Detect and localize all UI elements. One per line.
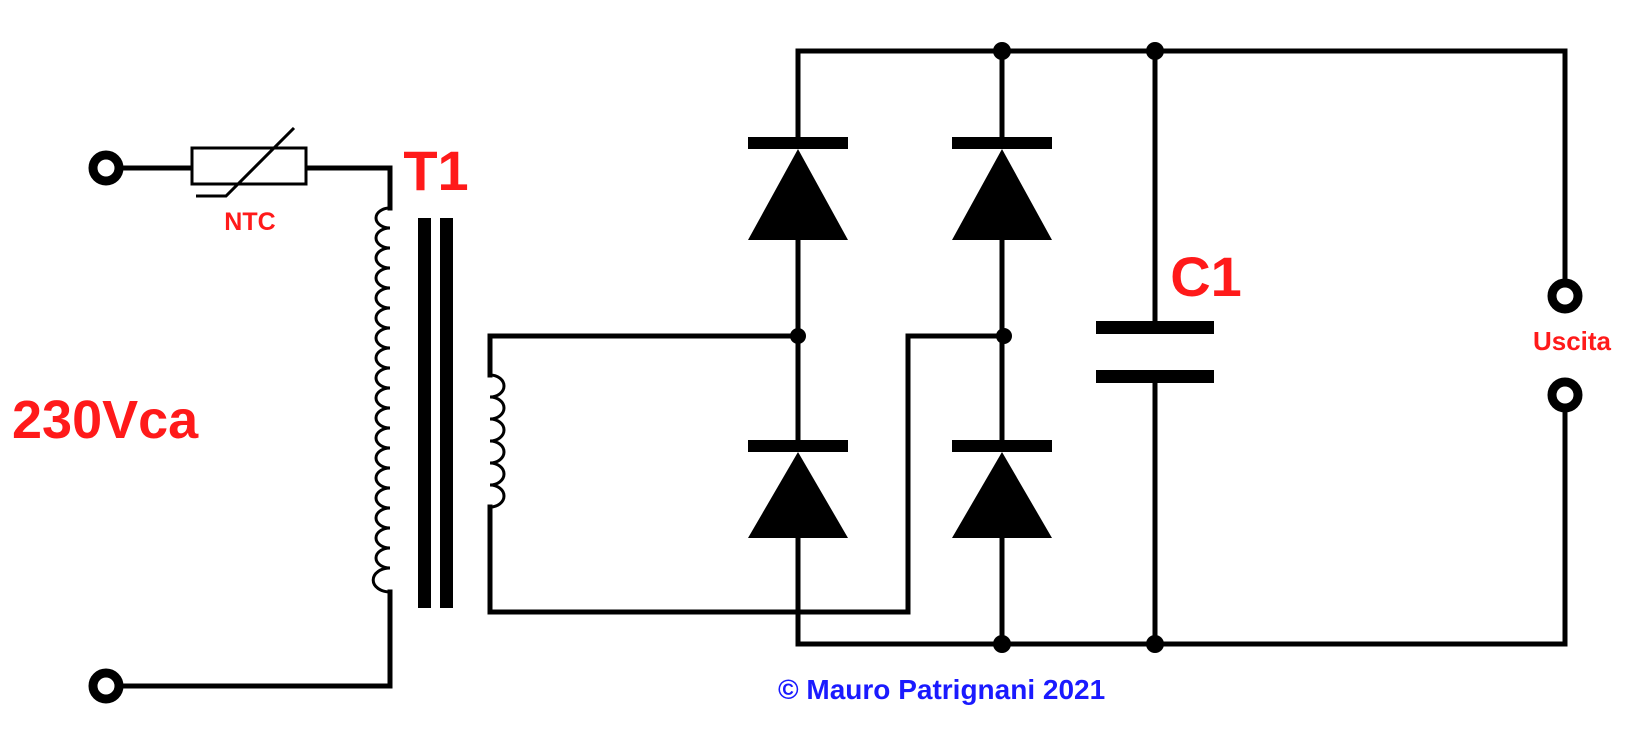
output-terminal-positive [1547, 278, 1583, 314]
input-terminal-bottom [88, 668, 124, 704]
input-terminal-top [88, 150, 124, 186]
output-label: Uscita [1533, 326, 1612, 356]
diode-d2 [952, 137, 1052, 240]
input-voltage-label: 230Vca [12, 390, 199, 450]
output-terminal-negative [1547, 377, 1583, 413]
secondary-wires [487, 333, 1007, 615]
transformer-core [418, 218, 453, 608]
junction-dots [790, 42, 1164, 653]
capacitor-c1 [1096, 321, 1214, 383]
capacitor-label: C1 [1170, 245, 1242, 308]
diode-d3 [748, 440, 848, 538]
diode-d1 [748, 137, 848, 240]
ntc-label: NTC [224, 208, 275, 236]
transformer-secondary-winding [489, 373, 506, 509]
input-wires [117, 165, 393, 689]
copyright-notice: © Mauro Patrignani 2021 [778, 674, 1105, 705]
transformer-label: T1 [403, 139, 468, 202]
ntc-thermistor [190, 126, 308, 198]
diode-d4 [952, 440, 1052, 538]
bridge-wires [795, 48, 1568, 647]
transformer-primary-winding [371, 206, 391, 594]
